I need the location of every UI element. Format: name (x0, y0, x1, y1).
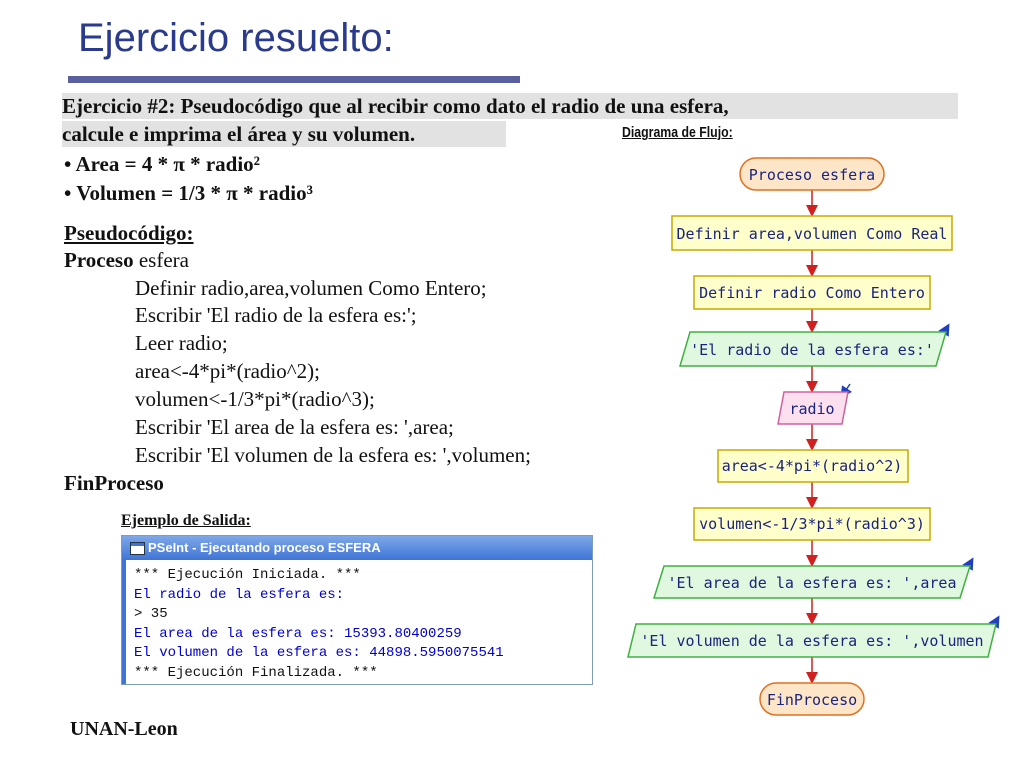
keyword-finproceso: FinProceso (64, 471, 164, 495)
pseudocode-line: area<-4*pi*(radio^2); (135, 359, 320, 383)
console-line: *** Ejecución Iniciada. *** (134, 567, 361, 583)
exercise-statement-line2: calcule e imprima el área y su volumen. (62, 121, 506, 147)
pseudocode-line: Definir radio,area,volumen Como Entero; (135, 276, 487, 300)
title-underline-bar (68, 76, 520, 83)
flow-node-start (739, 157, 885, 191)
pseudocode-heading: Pseudocódigo: (64, 221, 194, 245)
exercise-statement-line1: Ejercicio #2: Pseudocódigo que al recibi… (62, 93, 958, 119)
pseudocode-line: Leer radio; (135, 331, 228, 355)
flow-node-process (671, 215, 953, 251)
pseudocode-end: FinProceso (64, 470, 164, 497)
flowchart-heading: Diagrama de Flujo: (622, 124, 733, 141)
output-example-heading: Ejemplo de Salida: (121, 512, 251, 529)
keyword-proceso: Proceso (64, 248, 134, 272)
flow-node-output (652, 565, 972, 599)
console-line: *** Ejecución Finalizada. *** (134, 664, 378, 681)
flow-node-label: FinProceso (767, 691, 857, 709)
console-line: > 35 (134, 606, 168, 622)
pseudocode-line: Escribir 'El volumen de la esfera es: ',… (135, 443, 531, 467)
flow-node-label: 'El area de la esfera es: ',area (668, 574, 957, 592)
flow-node-process (717, 449, 909, 483)
slide-title: Ejercicio resuelto: (78, 16, 394, 60)
proceso-name: esfera (133, 248, 189, 272)
flow-node-output (627, 623, 997, 658)
flow-node-label: area<-4*pi*(radio^2) (722, 457, 903, 475)
console-body: *** Ejecución Iniciada. *** El radio de … (122, 560, 592, 684)
console-line: El radio de la esfera es: (134, 586, 345, 603)
console-line: El area de la esfera es: 15393.80400259 (134, 625, 462, 642)
flow-node-output (678, 331, 948, 367)
console-line: El volumen de la esfera es: 44898.595007… (134, 645, 504, 661)
formula-area: • Area = 4 * π * radio² (64, 152, 260, 176)
pseudocode-line: Escribir 'El radio de la esfera es:'; (135, 303, 417, 327)
formula-volume: • Volumen = 1/3 * π * radio³ (64, 181, 313, 205)
flow-node-label: volumen<-1/3*pi*(radio^3) (699, 515, 925, 533)
flow-node-input (777, 391, 849, 425)
pseudocode-line: Escribir 'El area de la esfera es: ',are… (135, 415, 454, 439)
console-window: PSeInt - Ejecutando proceso ESFERA *** E… (121, 535, 593, 685)
flow-node-label: Definir area,volumen Como Real (677, 225, 948, 243)
flow-node-label: radio (789, 400, 834, 418)
flow-node-label: Proceso esfera (749, 166, 875, 184)
console-title-bar: PSeInt - Ejecutando proceso ESFERA (122, 536, 592, 560)
flow-node-label: 'El radio de la esfera es:' (690, 341, 934, 359)
flow-node-process (693, 275, 931, 310)
pseudocode-line: volumen<-1/3*pi*(radio^3); (135, 387, 375, 411)
window-icon (130, 542, 145, 555)
pseudocode-proceso-line: Proceso esfera (64, 247, 189, 274)
flow-node-label: Definir radio Como Entero (699, 284, 925, 302)
flow-node-end (759, 682, 865, 716)
flow-node-process (693, 507, 931, 541)
footer-institution: UNAN-Leon (70, 718, 178, 740)
console-window-title: PSeInt - Ejecutando proceso ESFERA (148, 540, 381, 555)
flow-node-label: 'El volumen de la esfera es: ',volumen (640, 632, 983, 650)
